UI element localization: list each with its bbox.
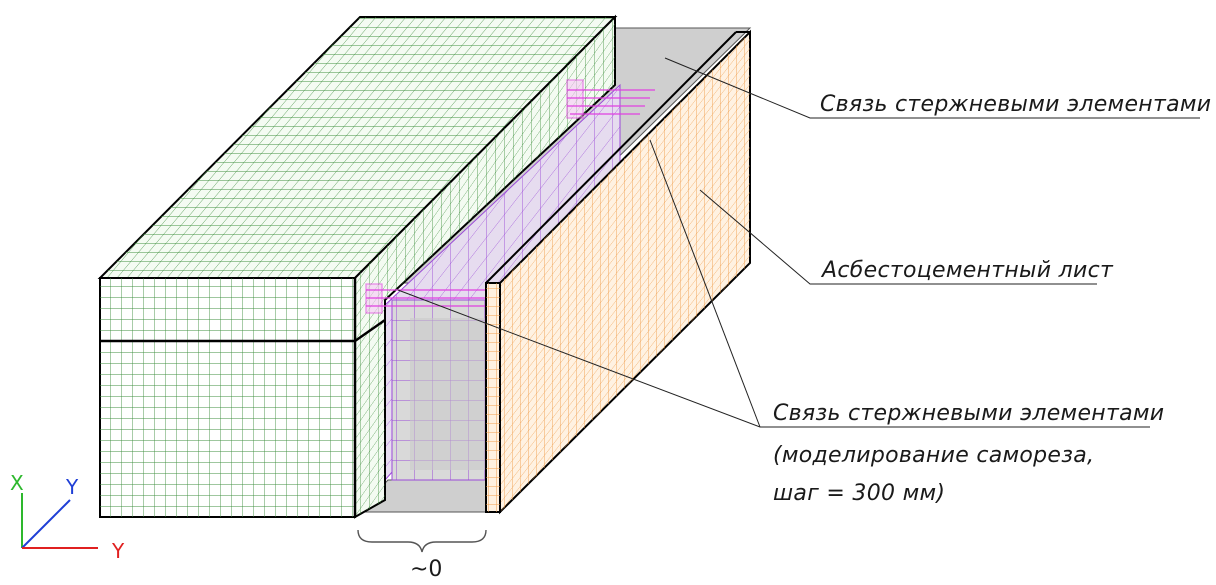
gap-brace: ~0: [357, 529, 487, 582]
callouts: Связь стержневыми элементами Асбестоцеме…: [773, 92, 1211, 506]
label-link-screw-1: Связь стержневыми элементами: [773, 401, 1164, 426]
asbestos-sheet: [485, 29, 751, 515]
label-link-top: Связь стержневыми элементами: [820, 92, 1211, 117]
green-block: [97, 14, 618, 519]
axis-triad: X Y Y: [10, 471, 125, 563]
axis-y-diag-label: Y: [65, 475, 79, 499]
leader-lines: [397, 57, 1200, 428]
label-link-screw-3: шаг = 300 мм): [773, 481, 945, 506]
label-link-screw-2: (моделирование самореза,: [773, 443, 1094, 468]
axis-y-diag-line: [21, 499, 71, 549]
axis-x-label: X: [10, 471, 24, 495]
label-asbestos-sheet: Асбестоцементный лист: [820, 258, 1114, 283]
rod-links: [365, 79, 655, 314]
gap-label: ~0: [410, 557, 442, 581]
axis-y-horiz-label: Y: [111, 539, 125, 563]
